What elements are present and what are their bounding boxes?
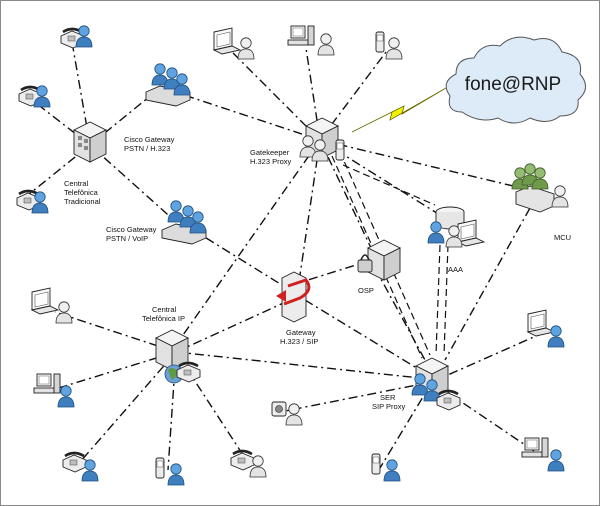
link-trad-voipgw	[89, 144, 177, 223]
desktop-pc-icon	[287, 25, 315, 46]
desktop-pc-icon	[521, 437, 549, 458]
link-osp-ser	[374, 267, 426, 361]
laptop-icon	[213, 27, 241, 55]
link-gwsip-ser	[304, 299, 421, 371]
central-tradicional-server-icon	[73, 121, 107, 163]
link-cip-phone	[79, 351, 177, 463]
person-icon	[237, 37, 255, 60]
link-voipgw-gwsip	[189, 227, 291, 291]
link-cip-gwsip	[175, 299, 291, 353]
gateway-h323-sip-icon	[276, 271, 311, 323]
link-cip-pc	[51, 351, 177, 391]
desk-phone-icon	[435, 389, 462, 412]
osp-server-icon	[357, 239, 401, 281]
link-cip-ser	[175, 351, 421, 379]
video-device-icon	[271, 401, 303, 426]
desk-phone-icon	[229, 449, 256, 472]
cell-phone-icon	[155, 457, 165, 479]
person-icon	[317, 33, 335, 56]
link-gk-mcu	[319, 139, 531, 191]
cell-phone-icon	[371, 453, 381, 475]
cisco-gateway-pstn-voip-icon	[161, 200, 207, 245]
link-gk-osp	[319, 139, 373, 251]
person-icon	[383, 459, 401, 482]
link-osp-gwsip	[307, 259, 373, 281]
link-gk-laptop1	[231, 51, 321, 141]
label-voip-gw: Cisco Gateway PSTN / VoIP	[106, 225, 159, 243]
label-gatekeeper: Gatekeeper H.323 Proxy	[250, 148, 292, 166]
mcu-icon	[511, 163, 569, 213]
person-icon	[547, 325, 565, 348]
link-gk-pstngw	[174, 91, 321, 141]
desktop-pc-icon	[33, 373, 61, 394]
cell-phone-icon	[335, 139, 345, 161]
link-gk-aaa-b	[342, 164, 436, 206]
label-mcu: MCU	[554, 233, 571, 242]
link-trad-phone2	[31, 99, 91, 146]
laptop-icon	[31, 287, 59, 315]
link-aaa-ser-b	[443, 244, 449, 356]
label-aaa: AAA	[448, 265, 463, 274]
link-trad-phone1	[71, 41, 91, 146]
cloud-fone-rnp: fone@RNP	[445, 36, 586, 124]
desk-phone-icon	[61, 451, 88, 474]
link-gk-pc1	[305, 47, 321, 141]
lightning-bolt-icon	[351, 87, 447, 133]
link-aaa-ser-a	[435, 244, 441, 356]
label-osp: OSP	[358, 286, 374, 295]
label-central-trad: Central Telefônica Tradicional	[64, 179, 101, 206]
person-icon	[55, 301, 73, 324]
cell-phone-icon	[375, 31, 385, 53]
link-trad-pstngw	[89, 87, 161, 146]
aaa-server-icon	[427, 206, 485, 248]
label-central-ip: Central Telefônica IP	[142, 305, 185, 323]
person-icon	[385, 37, 403, 60]
link-ser-cell	[379, 381, 433, 469]
link-gk-gwsip	[299, 139, 321, 276]
label-ser: SER SIP Proxy	[372, 393, 405, 411]
central-trad-grid	[78, 136, 88, 150]
link-gk-centralip	[175, 139, 321, 346]
laptop-icon	[527, 309, 555, 337]
link-ser-cam	[279, 381, 433, 413]
cloud-label: fone@RNP	[465, 74, 561, 95]
link-ser-laptop	[431, 331, 546, 383]
cisco-gateway-pstn-h323-icon	[145, 63, 191, 107]
label-gw-sip: Gateway H.323 / SIP	[280, 328, 318, 346]
person-icon	[167, 463, 185, 486]
label-pstn-gw: Cisco Gateway PSTN / H.323	[124, 135, 177, 153]
person-icon	[547, 449, 565, 472]
